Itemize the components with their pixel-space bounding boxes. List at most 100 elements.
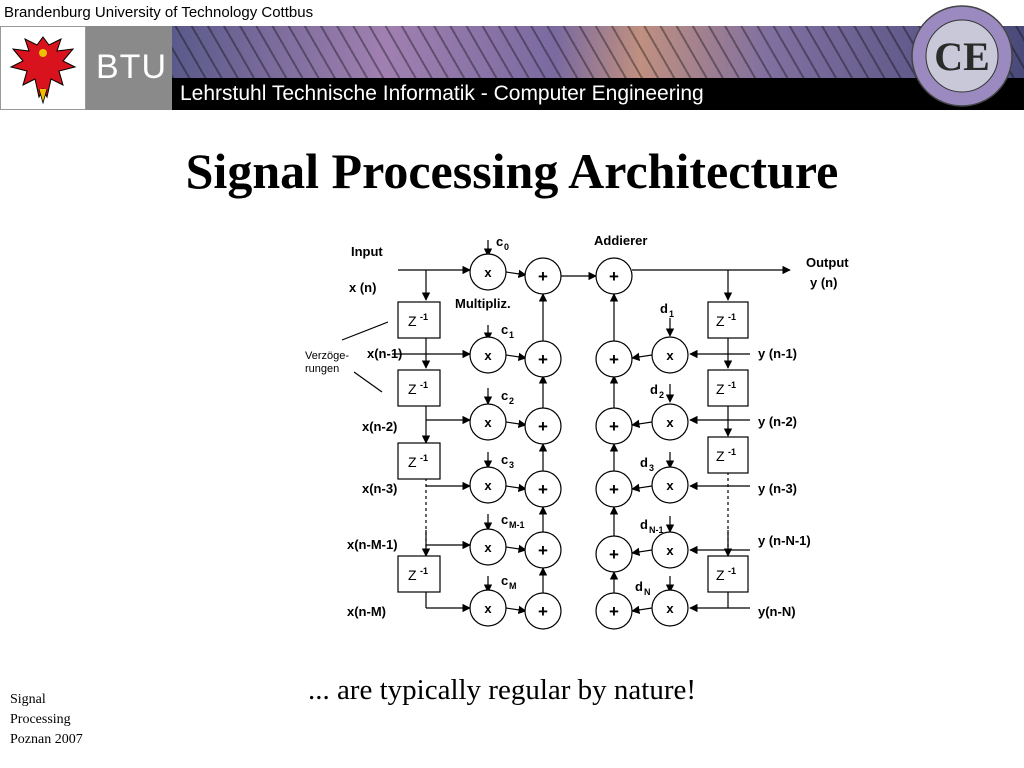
- multiplier-caption: Multipliz.: [455, 296, 511, 311]
- svg-text:Z: Z: [408, 567, 417, 583]
- right-adder: +: [595, 535, 633, 573]
- svg-text:+: +: [609, 350, 619, 369]
- svg-text:+: +: [609, 417, 619, 436]
- svg-text:1: 1: [669, 309, 674, 319]
- left-multiplier: x: [469, 528, 507, 566]
- svg-text:-1: -1: [728, 566, 736, 576]
- svg-text:Z: Z: [408, 313, 417, 329]
- svg-text:Z: Z: [716, 313, 725, 329]
- svg-text:x: x: [666, 543, 674, 558]
- right-adder: +: [595, 257, 633, 295]
- left-delay-box: Z -1: [397, 555, 441, 593]
- svg-text:+: +: [538, 417, 548, 436]
- svg-text:Z: Z: [408, 381, 417, 397]
- delay-caption-line2: rungen: [305, 363, 339, 375]
- x-n-m-1-label: x(n-M-1): [347, 537, 398, 552]
- right-adder: +: [595, 470, 633, 508]
- right-multiplier: x: [651, 531, 689, 569]
- y-n-2-label: y (n-2): [758, 414, 797, 429]
- delay-caption-line1: Verzöge-: [305, 350, 349, 362]
- right-delay-box: Z -1: [707, 301, 749, 339]
- brandenburg-eagle-logo: [0, 26, 86, 110]
- x-n-1-label: x(n-1): [367, 346, 402, 361]
- svg-text:0: 0: [504, 242, 509, 252]
- y-n-1-label: y (n-1): [758, 346, 797, 361]
- svg-text:+: +: [609, 480, 619, 499]
- svg-text:M-1: M-1: [509, 520, 525, 530]
- svg-text:Z: Z: [716, 567, 725, 583]
- right-multiplier: x: [651, 466, 689, 504]
- slide-subtitle: ... are typically regular by nature!: [307, 674, 697, 706]
- svg-text:N: N: [644, 587, 651, 597]
- left-adder: +: [524, 407, 562, 445]
- svg-text:+: +: [538, 267, 548, 286]
- svg-text:Z: Z: [716, 448, 725, 464]
- left-delay-box: Z -1: [397, 442, 441, 480]
- svg-text:2: 2: [509, 396, 514, 406]
- svg-text:c: c: [501, 322, 508, 337]
- chair-name: Lehrstuhl Technische Informatik - Comput…: [180, 82, 704, 105]
- right-adder: +: [595, 407, 633, 445]
- svg-text:-1: -1: [420, 312, 428, 322]
- svg-text:2: 2: [659, 390, 664, 400]
- svg-text:x: x: [666, 478, 674, 493]
- left-adder: +: [524, 470, 562, 508]
- svg-text:c: c: [496, 234, 503, 249]
- left-adder: +: [524, 592, 562, 630]
- btu-logo: BTU: [86, 26, 172, 110]
- footer-line-3: Poznan 2007: [10, 732, 83, 747]
- left-adder: +: [524, 257, 562, 295]
- svg-text:x: x: [484, 540, 492, 555]
- left-multiplier: x: [469, 403, 507, 441]
- svg-text:-1: -1: [728, 312, 736, 322]
- right-multiplier: x: [651, 589, 689, 627]
- y-n-label: y (n): [810, 275, 837, 290]
- slide-footer: Signal Processing Poznan 2007: [10, 690, 83, 750]
- ce-department-badge: CE: [911, 5, 1013, 107]
- input-label: Input: [351, 244, 383, 259]
- svg-text:x: x: [484, 348, 492, 363]
- left-delay-box: Z -1: [397, 301, 441, 339]
- y-n-n-1-label: y (n-N-1): [758, 533, 811, 548]
- x-n-2-label: x(n-2): [362, 419, 397, 434]
- svg-text:+: +: [609, 602, 619, 621]
- y-n-3-label: y (n-3): [758, 481, 797, 496]
- left-delay-box: Z -1: [397, 369, 441, 407]
- svg-text:d: d: [660, 301, 668, 316]
- slide-title: Signal Processing Architecture: [185, 143, 839, 199]
- svg-text:1: 1: [509, 330, 514, 340]
- right-delay-box: Z -1: [707, 436, 749, 474]
- y-n-n-label: y(n-N): [758, 604, 796, 619]
- svg-text:x: x: [484, 265, 492, 280]
- left-adder: +: [524, 531, 562, 569]
- svg-text:c: c: [501, 512, 508, 527]
- svg-text:-1: -1: [728, 447, 736, 457]
- right-multiplier: x: [651, 403, 689, 441]
- right-adder: +: [595, 340, 633, 378]
- svg-text:3: 3: [649, 463, 654, 473]
- svg-text:c: c: [501, 452, 508, 467]
- svg-text:+: +: [609, 545, 619, 564]
- right-adder: +: [595, 592, 633, 630]
- adder-caption: Addierer: [594, 233, 647, 248]
- svg-text:x: x: [666, 415, 674, 430]
- output-label: Output: [806, 255, 849, 270]
- svg-text:Z: Z: [716, 381, 725, 397]
- left-multiplier: x: [469, 589, 507, 627]
- header-banner-image: [172, 26, 1024, 78]
- svg-text:+: +: [538, 350, 548, 369]
- svg-text:c: c: [501, 573, 508, 588]
- left-multiplier: x: [469, 253, 507, 291]
- svg-text:Z: Z: [408, 454, 417, 470]
- svg-text:d: d: [640, 455, 648, 470]
- svg-text:3: 3: [509, 460, 514, 470]
